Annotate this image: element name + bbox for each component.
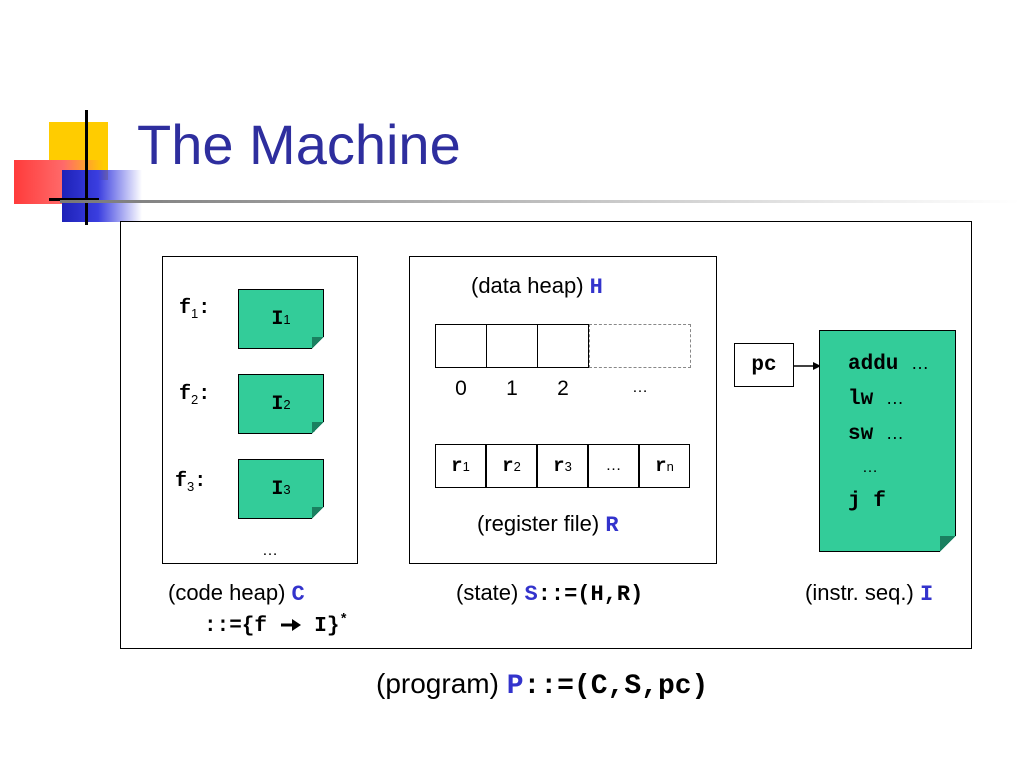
- code-heap-caption: (code heap) C: [168, 580, 305, 607]
- logo-vertical-line: [85, 110, 88, 225]
- code-heap-definition: ::={f I}*: [204, 612, 348, 638]
- instr-seq-caption: (instr. seq.) I: [805, 580, 934, 607]
- logo-horizontal-line: [49, 198, 99, 201]
- state-caption: (state) S::=(H,R): [456, 580, 644, 607]
- page-fold-icon: [312, 507, 324, 519]
- heap-index: 0: [455, 377, 467, 400]
- arrow-right-icon: [280, 619, 301, 632]
- heap-index: 1: [506, 377, 518, 400]
- instr-line: addu …: [848, 353, 930, 376]
- machine-frame: [120, 221, 972, 649]
- title-underline: [60, 200, 1020, 203]
- pc-register: pc: [734, 343, 794, 387]
- page-fold-icon: [312, 422, 324, 434]
- data-heap-caption: (data heap) H: [471, 273, 603, 300]
- instr-line: sw …: [848, 423, 904, 446]
- register-cell-ellipsis: …: [588, 444, 639, 488]
- heap-cell: [486, 324, 538, 368]
- logo-blue-bar: [62, 170, 142, 222]
- heap-index-ellipsis: …: [632, 379, 648, 396]
- heap-cell: [537, 324, 589, 368]
- code-heap-box: [162, 256, 358, 564]
- code-label-f1: f1:: [179, 297, 211, 321]
- instruction-sequence-note: [819, 330, 956, 552]
- instr-line-ellipsis: …: [862, 459, 878, 476]
- code-label-f2: f2:: [179, 383, 211, 407]
- page-fold-icon: [940, 536, 956, 552]
- heap-cell-extension: [589, 324, 691, 368]
- pc-arrow-icon: [794, 362, 821, 370]
- heap-cell: [435, 324, 487, 368]
- state-box: [409, 256, 717, 564]
- register-file-caption: (register file) R: [477, 511, 619, 538]
- code-label-f3: f3:: [175, 470, 207, 494]
- slide-title: The Machine: [137, 113, 461, 176]
- instr-line: lw …: [848, 388, 904, 411]
- code-heap-ellipsis: …: [262, 542, 278, 559]
- heap-index: 2: [557, 377, 569, 400]
- page-fold-icon: [312, 337, 324, 349]
- program-caption: (program) P::=(C,S,pc): [376, 668, 709, 702]
- instr-line: j f: [848, 490, 886, 513]
